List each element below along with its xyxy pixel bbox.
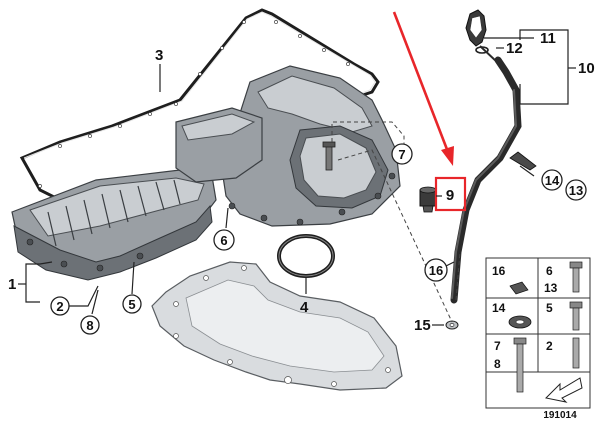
callout-9: 9 (446, 187, 454, 204)
oil-pan (11, 65, 401, 281)
drain-plug (419, 186, 437, 213)
callout-13-circle (565, 179, 587, 201)
diagram-id: 191014 (543, 410, 577, 421)
callout-8-circle (80, 315, 100, 335)
callout-4: 4 (300, 299, 309, 316)
legend-7: 7 (494, 339, 501, 353)
callout-8: 8 (86, 318, 93, 333)
callout-14: 14 (545, 173, 560, 188)
callout-10: 10 (578, 60, 595, 77)
callout-1: 1 (8, 276, 16, 293)
parts-legend-grid: 16 6 13 14 5 7 8 2 (485, 257, 591, 409)
legend-14: 14 (492, 301, 506, 315)
callout-7-circle (391, 143, 413, 165)
callout-14-circle (541, 169, 563, 191)
callout-6: 6 (220, 233, 227, 248)
pan-stud (322, 141, 336, 171)
sealing-washer (445, 320, 459, 330)
direction-arrow-icon (544, 377, 583, 403)
callout-16: 16 (429, 263, 443, 278)
callout-labels: 1 2 3 4 5 6 7 8 9 10 11 12 13 14 15 16 (8, 30, 595, 335)
dipstick-assembly (450, 9, 537, 304)
legend-5: 5 (546, 301, 553, 315)
callout-15: 15 (414, 317, 431, 334)
callout-3: 3 (155, 47, 163, 64)
legend-13: 13 (544, 281, 558, 295)
o-ring (277, 234, 335, 278)
red-pointer-arrow (392, 11, 454, 166)
callout-6-circle (213, 229, 235, 251)
leader-lines (18, 29, 576, 326)
legend-stud-7 (513, 337, 527, 393)
callout-2-circle (50, 296, 70, 316)
legend-bolt-6 (569, 261, 583, 293)
highlight-box (434, 176, 467, 212)
callout-2: 2 (56, 299, 63, 314)
callout-5: 5 (128, 297, 135, 312)
callout-5-circle (122, 294, 142, 314)
legend-2: 2 (546, 339, 553, 353)
callout-13: 13 (569, 183, 583, 198)
callout-16-circle (424, 258, 448, 282)
legend-8: 8 (494, 357, 501, 371)
legend-stud-2 (572, 337, 580, 369)
legend-bolt-5 (569, 301, 583, 331)
legend-16: 16 (492, 264, 506, 278)
legend-6: 6 (546, 264, 553, 278)
callout-7: 7 (398, 147, 405, 162)
oil-pan-cover (151, 261, 403, 391)
callout-12: 12 (506, 40, 523, 57)
callout-11: 11 (540, 30, 556, 47)
